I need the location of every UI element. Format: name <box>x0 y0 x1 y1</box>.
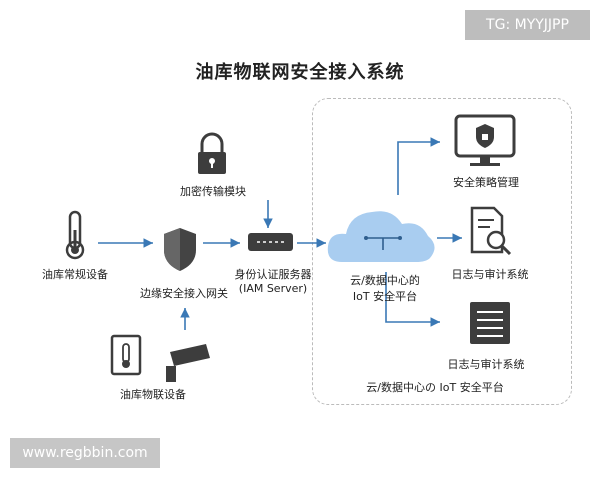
iam-label-1: 身份认证服务器 <box>234 268 312 281</box>
sensor-panel-icon <box>110 334 142 376</box>
diagram-title: 油库物联网安全接入系统 <box>195 62 405 83</box>
shield-icon <box>164 228 196 271</box>
log-audit-label-1: 日志与审计系统 <box>451 268 529 281</box>
bottom-device-label: 油库物联设备 <box>120 388 186 401</box>
monitor-shield-icon <box>454 114 516 166</box>
zone-label: 云/数据中心の IoT 安全平台 <box>366 381 504 394</box>
cloud-platform-zone <box>312 98 572 405</box>
lock-icon <box>198 132 226 174</box>
arrow-cloud-to-policy <box>397 137 440 195</box>
iam-label-2: (IAM Server) <box>238 282 308 295</box>
log-list-icon <box>470 302 510 344</box>
security-policy-label: 安全策略管理 <box>453 176 519 189</box>
cloud-label-2: IoT 安全平台 <box>352 290 418 303</box>
thermometer-icon <box>65 210 85 260</box>
cloud-label-1: 云/数据中心的 <box>350 274 420 287</box>
log-audit-label-2: 日志与审计系统 <box>447 358 525 371</box>
cloud-icon <box>327 211 435 262</box>
encryption-label: 加密传输模块 <box>180 185 246 198</box>
server-device-icon <box>248 233 293 251</box>
watermark-tag: TG: MYYJJPP <box>465 10 590 40</box>
tank-sensor-label: 油库常规设备 <box>42 268 108 281</box>
gateway-label: 边缘安全接入网关 <box>140 287 228 300</box>
site-url-tag: www.regbbin.com <box>10 438 160 468</box>
document-search-icon <box>470 206 512 256</box>
camera-icon <box>166 344 210 382</box>
arrow-cloud-to-audit-2 <box>385 272 440 327</box>
